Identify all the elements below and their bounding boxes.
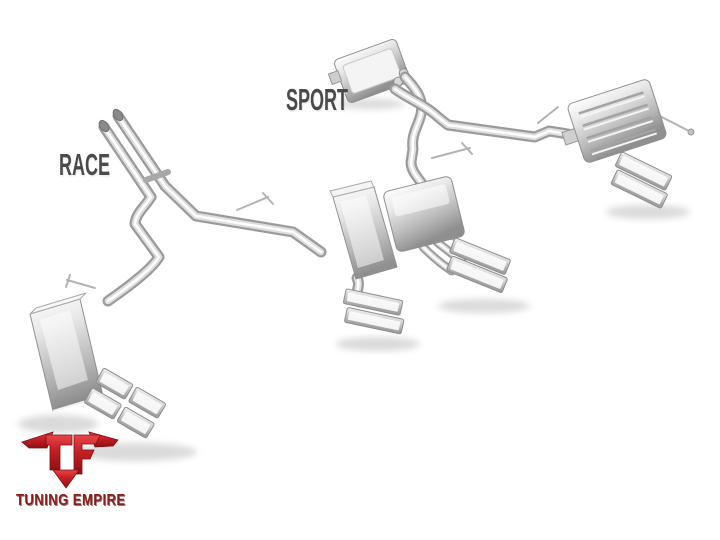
sport-label: SPORT bbox=[286, 84, 348, 118]
race-right-muffler-tips bbox=[342, 288, 405, 335]
race-right-muffler bbox=[329, 180, 398, 280]
sport-left-muffler bbox=[383, 176, 465, 252]
sport-exhaust-system bbox=[327, 39, 695, 293]
race-exhaust-system bbox=[29, 108, 459, 439]
race-left-muffler bbox=[29, 292, 104, 412]
brand-name: TUNING EMPIRE bbox=[16, 492, 126, 509]
brand-logo: TUNING EMPIRE bbox=[16, 428, 190, 510]
race-inlet-openings bbox=[98, 108, 124, 133]
sport-right-muffler bbox=[561, 79, 667, 163]
soft-shadows bbox=[18, 99, 690, 461]
race-label: RACE bbox=[59, 149, 110, 183]
tf-logo-icon bbox=[21, 431, 119, 489]
hanger-ball-end bbox=[687, 128, 695, 136]
race-pipes bbox=[104, 116, 360, 302]
sport-left-muffler-tips bbox=[446, 237, 511, 293]
sport-right-muffler-tips bbox=[610, 151, 673, 209]
race-left-muffler-tips bbox=[84, 368, 166, 439]
